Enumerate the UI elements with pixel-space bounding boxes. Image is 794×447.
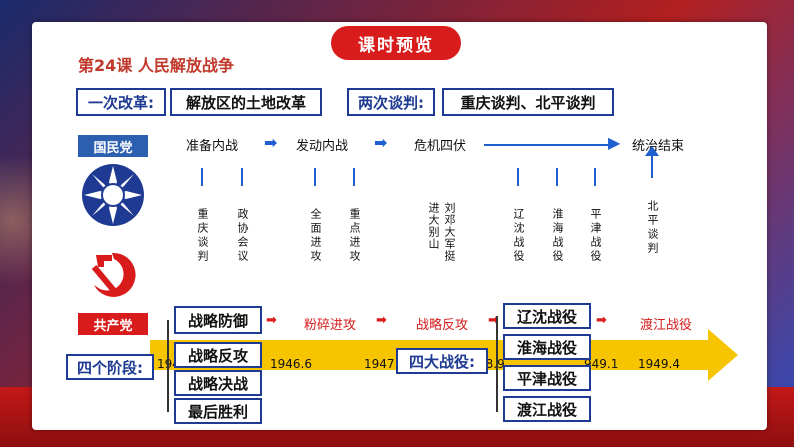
phase-item: 最后胜利 <box>174 398 262 424</box>
event-quanmian: 全面进攻 <box>307 208 323 264</box>
arrow-right-icon: ➡ <box>374 133 387 152</box>
timeline-arrowhead <box>708 329 738 381</box>
tick-line <box>594 168 596 186</box>
reform-label: 一次改革: <box>76 88 166 116</box>
event-liudeng: 刘邓大军挺进大别山 <box>425 202 457 272</box>
phase-item: 战略反攻 <box>174 342 262 368</box>
tick-line <box>517 168 519 186</box>
arrow-right-icon: ➡ <box>596 313 607 328</box>
gcd-stage-defense: 战略防御 <box>174 306 262 334</box>
talks-label: 两次谈判: <box>347 88 435 116</box>
gcd-label: 共产党 <box>78 313 148 335</box>
gmd-stage-3: 危机四伏 <box>414 135 466 154</box>
gmd-stage-1: 准备内战 <box>186 135 238 154</box>
battles-label: 四大战役: <box>396 348 488 374</box>
date-label: 1947 <box>364 357 395 371</box>
event-chongqing: 重庆谈判 <box>194 208 210 264</box>
reform-value: 解放区的土地改革 <box>170 88 322 116</box>
gmd-label: 国民党 <box>78 135 148 157</box>
arrow-up-icon <box>645 146 659 156</box>
tick-line <box>241 168 243 186</box>
event-beiping: 北平谈判 <box>644 200 660 256</box>
hammer-sickle-icon <box>82 243 144 305</box>
gmd-emblem-icon <box>80 162 146 228</box>
tick-line <box>353 168 355 186</box>
date-label: 1949.4 <box>638 357 680 371</box>
arrow-right-icon: ➡ <box>376 313 387 328</box>
event-liaoshen: 辽沈战役 <box>510 208 526 264</box>
talks-value: 重庆谈判、北平谈判 <box>442 88 614 116</box>
phase-item: 战略决战 <box>174 370 262 396</box>
phases-label: 四个阶段: <box>66 354 154 380</box>
battle-item: 淮海战役 <box>503 334 591 360</box>
tick-line <box>314 168 316 186</box>
gcd-stage-crossing: 渡江战役 <box>640 314 692 333</box>
bracket-line <box>496 316 498 412</box>
event-zhengxie: 政协会议 <box>234 208 250 264</box>
battle-item: 渡江战役 <box>503 396 591 422</box>
bracket-line <box>167 320 169 412</box>
arrow-right-icon: ➡ <box>264 133 277 152</box>
long-arrow-line <box>484 144 614 146</box>
event-pingjin: 平津战役 <box>587 208 603 264</box>
lesson-title: 第24课 人民解放战争 <box>78 52 234 76</box>
arrow-right-icon: ▶ <box>608 133 620 152</box>
arrow-right-icon: ➡ <box>266 313 277 328</box>
gcd-stage-crush: 粉碎进攻 <box>304 314 356 333</box>
tick-line <box>201 168 203 186</box>
event-huaihai: 淮海战役 <box>549 208 565 264</box>
gmd-stage-2: 发动内战 <box>296 135 348 154</box>
gcd-stage-counter: 战略反攻 <box>416 314 468 333</box>
page-header: 课时预览 <box>331 26 461 60</box>
date-label: 1946.6 <box>270 357 312 371</box>
battle-item: 辽沈战役 <box>503 303 591 329</box>
tick-line <box>556 168 558 186</box>
event-zhongdian: 重点进攻 <box>346 208 362 264</box>
battle-item: 平津战役 <box>503 365 591 391</box>
